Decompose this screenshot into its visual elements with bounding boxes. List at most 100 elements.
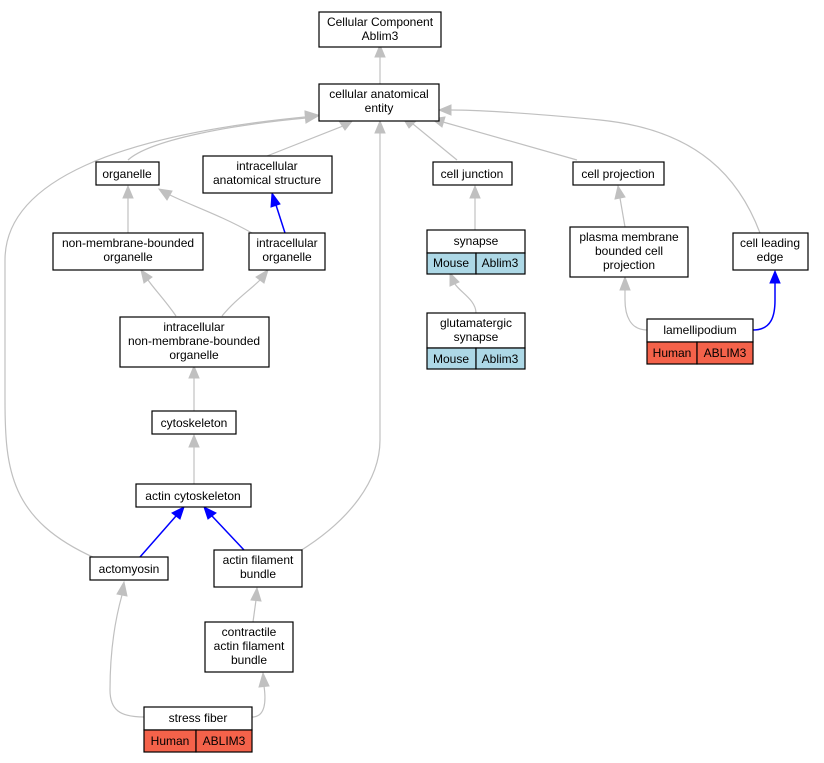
gene-cell-ablim3 <box>195 729 253 753</box>
node-stress-fiber[interactable]: stress fiber Human ABLIM3 <box>143 706 253 753</box>
glut-species-label: Mouse <box>433 352 469 366</box>
node-pmbcp-line3: projection <box>603 258 655 272</box>
node-glut-line2: synapse <box>454 330 499 344</box>
edge-afb-to-cae <box>299 133 381 552</box>
lamellipodium-gene-label: ABLIM3 <box>704 346 747 360</box>
edge-arrowhead <box>255 268 269 284</box>
node-cae-line1: cellular anatomical <box>329 87 428 101</box>
edge-arrowhead <box>250 586 262 602</box>
node-intracellular-anatomical-structure[interactable]: intracellular anatomical structure <box>202 155 333 194</box>
node-lamellipodium-label: lamellipodium <box>663 323 736 337</box>
node-intracellular-non-membrane-bounded-organelle[interactable]: intracellular non-membrane-bounded organ… <box>119 316 270 368</box>
node-pmbcp-line1: plasma membrane <box>579 230 679 244</box>
node-afb-line1: actin filament <box>223 553 294 567</box>
node-intracellular-organelle[interactable]: intracellular organelle <box>248 232 326 271</box>
edge-arrowhead <box>769 269 781 284</box>
node-synapse[interactable]: synapse Mouse Ablim3 <box>426 229 526 275</box>
edge-arrowhead <box>258 671 270 688</box>
node-actin-cytoskeleton[interactable]: actin cytoskeleton <box>135 483 252 508</box>
node-leading-edge-line1: cell leading <box>740 236 800 250</box>
edge-organelle-to-cae <box>127 117 307 161</box>
stress-fiber-gene-label: ABLIM3 <box>203 734 246 748</box>
edge-arrowhead <box>122 184 134 199</box>
node-organelle-label: organelle <box>102 167 152 181</box>
edge-arrowhead <box>188 364 200 379</box>
node-cytoskeleton[interactable]: cytoskeleton <box>151 410 237 435</box>
edge-arrowhead <box>188 433 200 448</box>
node-cae-line2: entity <box>365 101 394 115</box>
node-inmbo-line1: intracellular <box>163 320 224 334</box>
edge-arrowhead <box>437 104 452 116</box>
node-cafb-line1: contractile <box>222 625 277 639</box>
node-actomyosin-label: actomyosin <box>99 562 160 576</box>
edge-inmbo-to-intraorganelle <box>221 279 261 317</box>
node-contractile-actin-filament-bundle[interactable]: contractile actin filament bundle <box>204 621 294 673</box>
node-cell-junction[interactable]: cell junction <box>432 161 513 186</box>
node-lamellipodium[interactable]: lamellipodium Human ABLIM3 <box>646 318 754 365</box>
edge-pmbcp-to-cellprojection <box>619 197 626 228</box>
edge-arrowhead <box>619 275 631 291</box>
stress-fiber-species-label: Human <box>151 734 190 748</box>
edge-arrowhead <box>157 188 173 201</box>
node-synapse-label: synapse <box>454 234 499 248</box>
edge-cellprojection-to-cae <box>442 121 578 161</box>
synapse-species-label: Mouse <box>433 256 469 270</box>
node-plasma-membrane-bounded-cell-projection[interactable]: plasma membrane bounded cell projection <box>569 226 689 278</box>
edge-arrowhead <box>614 184 626 200</box>
edge-celljunction-to-cae <box>412 123 458 161</box>
node-actomyosin[interactable]: actomyosin <box>89 556 169 581</box>
gene-cell-ablim3 <box>475 252 526 275</box>
node-root-line1: Cellular Component <box>327 15 434 29</box>
edge-stressfiber-to-actomyosin <box>109 594 145 718</box>
node-inmbo-line2: non-membrane-bounded <box>128 334 260 348</box>
node-nmbo-line2: organelle <box>103 250 153 264</box>
node-cell-junction-label: cell junction <box>441 167 504 181</box>
node-intra-organelle-line1: intracellular <box>256 236 317 250</box>
edge-lamellipodium-to-pmbcp <box>624 290 648 331</box>
node-intra-organelle-line2: organelle <box>262 250 312 264</box>
node-actin-cytoskeleton-label: actin cytoskeleton <box>145 489 240 503</box>
node-glutamatergic-synapse[interactable]: glutamatergic synapse Mouse Ablim3 <box>426 312 526 370</box>
edge-arrowhead <box>270 191 281 208</box>
synapse-gene-label: Ablim3 <box>482 256 519 270</box>
gene-cell-ablim3 <box>696 341 754 365</box>
node-ias-line2: anatomical structure <box>213 173 321 187</box>
node-root-line2: Ablim3 <box>362 29 399 43</box>
node-afb-line2: bundle <box>240 567 276 581</box>
edge-arrowhead <box>304 110 320 123</box>
edge-stressfiber-to-cafb <box>251 685 266 718</box>
node-non-membrane-bounded-organelle[interactable]: non-membrane-bounded organelle <box>52 232 204 271</box>
edge-intraorganelle-to-organelle <box>169 194 253 234</box>
edge-actomyosin-to-cae <box>4 116 306 559</box>
node-organelle[interactable]: organelle <box>95 161 160 186</box>
node-glut-line1: glutamatergic <box>440 316 512 330</box>
node-leading-edge-line2: edge <box>757 250 784 264</box>
node-cell-projection[interactable]: cell projection <box>572 161 665 186</box>
lamellipodium-species-label: Human <box>653 346 692 360</box>
node-cell-leading-edge[interactable]: cell leading edge <box>732 232 809 271</box>
glut-gene-label: Ablim3 <box>482 352 519 366</box>
edge-arrowhead <box>469 184 481 199</box>
edge-afb-to-actincyto <box>211 515 245 551</box>
edge-arrowhead <box>449 271 460 287</box>
edge-arrowhead <box>374 43 386 58</box>
node-stress-fiber-label: stress fiber <box>169 711 228 725</box>
node-nmbo-line1: non-membrane-bounded <box>62 236 194 250</box>
edge-actomyosin-to-actincyto <box>139 515 177 558</box>
node-cytoskeleton-label: cytoskeleton <box>161 416 228 430</box>
edge-ias-to-cae <box>266 125 344 157</box>
edge-arrowhead <box>203 506 217 520</box>
node-ias-line1: intracellular <box>236 159 297 173</box>
node-actin-filament-bundle[interactable]: actin filament bundle <box>213 549 303 588</box>
node-cellular-anatomical-entity[interactable]: cellular anatomical entity <box>318 83 440 122</box>
node-cafb-line2: actin filament <box>214 639 285 653</box>
node-root[interactable]: Cellular Component Ablim3 <box>318 11 442 48</box>
edge-leadingedge-to-cae <box>450 109 761 234</box>
edge-arrowhead <box>374 119 386 134</box>
edge-lamellipodium-to-leadingedge <box>752 283 776 331</box>
nodes: Cellular Component Ablim3 cellular anato… <box>52 11 809 753</box>
edge-intraorganelle-to-ias <box>275 204 286 234</box>
edge-cafb-to-afb <box>252 599 257 623</box>
